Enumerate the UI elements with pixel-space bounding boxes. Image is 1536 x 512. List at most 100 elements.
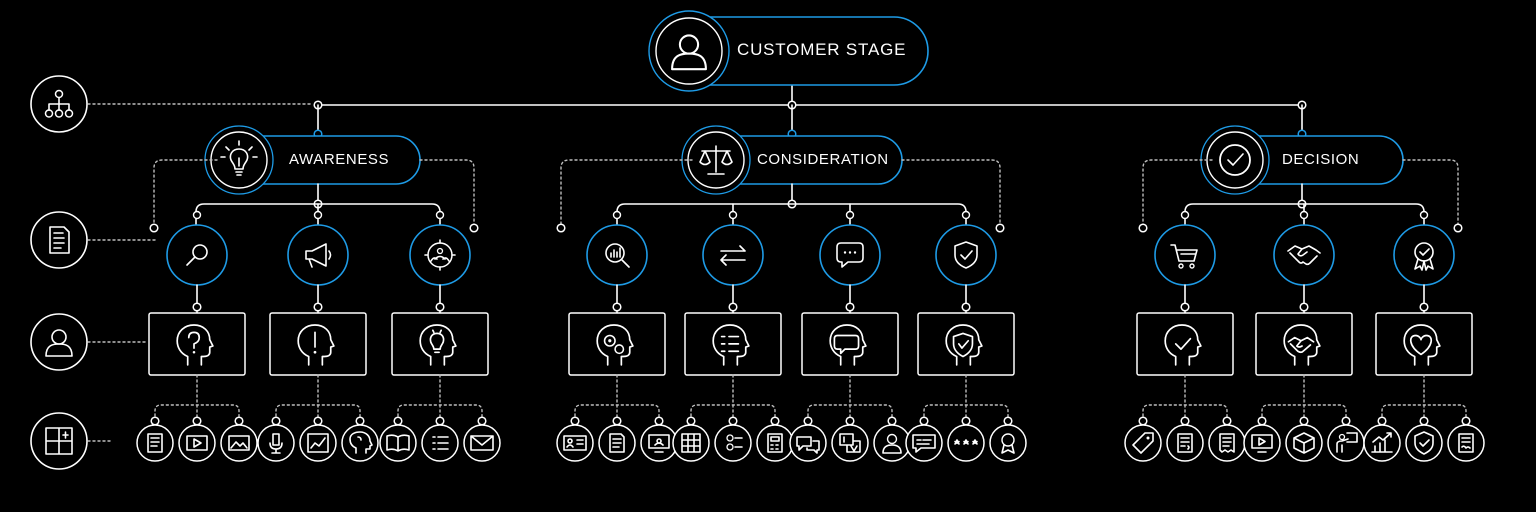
touchpoint-chat-bubble <box>789 203 911 462</box>
mindset-box <box>269 312 367 376</box>
book-icon <box>386 434 410 452</box>
head-shield-icon <box>945 324 983 366</box>
head-check-icon <box>1164 324 1202 366</box>
lightbulb-icon <box>220 140 258 176</box>
user-icon <box>45 329 73 357</box>
document-icon <box>609 433 625 453</box>
package-icon <box>1293 432 1315 454</box>
touchpoint-arrows-exchange <box>672 203 794 462</box>
asset-contract <box>1447 416 1485 462</box>
layout-icon <box>45 427 73 455</box>
head-heart-icon <box>1403 324 1441 366</box>
root-node <box>313 10 1307 110</box>
badge-icon <box>1414 242 1434 271</box>
mindset-box <box>148 312 246 376</box>
asset-profile-card <box>556 416 594 462</box>
head-question-mark-icon <box>176 324 214 366</box>
touchpoint-megaphone <box>257 203 379 462</box>
calculator-icon <box>767 433 783 453</box>
head-gears-icon <box>596 324 634 366</box>
stars-icon <box>954 439 978 445</box>
award-icon <box>1001 433 1015 454</box>
root-label: CUSTOMER STAGE <box>737 40 907 59</box>
legend-column <box>30 75 313 470</box>
asset-demo-video <box>1243 416 1281 462</box>
guarantee-icon <box>1414 431 1434 455</box>
asset-chat <box>789 416 827 462</box>
touchpoint-target-audience <box>379 210 501 462</box>
user-icon <box>671 34 707 71</box>
demo-video-icon <box>1251 434 1273 453</box>
stage-consideration <box>556 104 1027 462</box>
asset-image <box>220 416 258 462</box>
asset-person <box>873 416 911 462</box>
stage-label-decision: DECISION <box>1282 151 1360 168</box>
head-checklist-icon <box>712 324 750 366</box>
arrows-exchange-icon <box>720 245 746 266</box>
mindset-box <box>801 312 899 376</box>
asset-webinar <box>640 416 678 462</box>
asset-options <box>714 416 752 462</box>
price-tag-icon <box>1132 432 1154 454</box>
mindset-box <box>568 312 666 376</box>
asset-guarantee <box>1405 416 1443 462</box>
article-icon <box>147 433 163 453</box>
invoice-icon <box>1177 433 1193 453</box>
mindset-box <box>391 312 489 376</box>
asset-qa <box>831 416 869 462</box>
touchpoint-cart <box>1124 210 1246 462</box>
asset-package <box>1285 416 1323 462</box>
asset-list <box>421 416 459 462</box>
cart-icon <box>1170 244 1198 269</box>
check-icon <box>1219 144 1251 176</box>
qa-icon <box>839 433 861 453</box>
asset-idea-head <box>341 416 379 462</box>
asset-comparison-table <box>672 416 710 462</box>
head-speech-bubble-icon <box>829 324 867 366</box>
megaphone-icon <box>305 243 332 268</box>
microphone-icon <box>269 433 283 454</box>
chat-icon <box>796 436 820 454</box>
envelope-icon <box>470 435 494 451</box>
asset-video <box>178 416 216 462</box>
image-icon <box>228 435 250 451</box>
review-icon <box>912 434 936 453</box>
person-icon <box>882 433 902 454</box>
handshake-icon <box>1287 245 1321 266</box>
comparison-table-icon <box>681 433 701 453</box>
asset-book <box>379 416 417 462</box>
legend-mindset <box>30 313 147 371</box>
legend-assets <box>30 412 111 470</box>
asset-invoice <box>1166 416 1204 462</box>
mindset-box <box>1136 312 1234 376</box>
asset-chart <box>299 416 337 462</box>
asset-price-tag <box>1124 416 1162 462</box>
asset-microphone <box>257 416 295 462</box>
asset-receipt <box>1208 416 1246 462</box>
mindset-box <box>917 312 1015 376</box>
asset-article <box>136 416 174 462</box>
asset-review <box>905 416 943 462</box>
list-icon <box>432 436 449 450</box>
legend-hierarchy <box>30 75 313 133</box>
receipt-icon <box>1219 433 1235 453</box>
legend-content <box>30 211 159 269</box>
options-icon <box>726 434 743 451</box>
mindset-box <box>1375 312 1473 376</box>
stage-awareness <box>136 104 501 462</box>
hierarchy-icon <box>44 89 74 118</box>
asset-document <box>598 416 636 462</box>
chat-bubble-icon <box>836 242 864 268</box>
analytics-search-icon <box>605 243 630 268</box>
document-icon <box>49 226 70 254</box>
chart-icon <box>307 433 329 453</box>
contract-icon <box>1458 433 1474 453</box>
asset-award <box>989 416 1027 462</box>
touchpoint-shield-check <box>905 210 1027 462</box>
touchpoint-badge <box>1363 210 1485 462</box>
asset-growth-chart <box>1363 416 1401 462</box>
stage-label-awareness: AWARENESS <box>289 151 390 168</box>
head-lightbulb-icon <box>419 324 457 366</box>
